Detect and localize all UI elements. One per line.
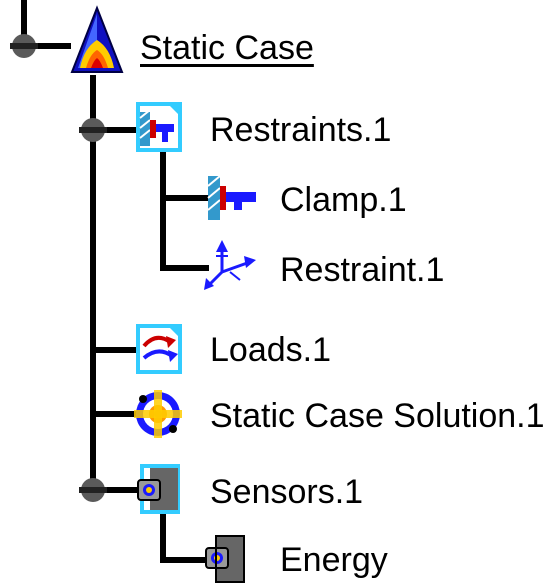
- restraints-icon[interactable]: [136, 102, 182, 152]
- tree-node-static-case-solution[interactable]: Static Case Solution.1: [210, 397, 545, 435]
- sensors-icon[interactable]: [137, 464, 180, 514]
- static-case-icon[interactable]: [70, 5, 124, 73]
- restraint-axes-icon[interactable]: [204, 240, 256, 290]
- tree-node-loads[interactable]: Loads.1: [210, 331, 331, 369]
- tree-connectors: [21, 0, 209, 563]
- clamp-icon[interactable]: [207, 175, 256, 220]
- tree-node-clamp[interactable]: Clamp.1: [280, 181, 407, 219]
- tree-node-energy[interactable]: Energy: [280, 541, 388, 579]
- tree-node-restraint[interactable]: Restraint.1: [280, 251, 445, 289]
- restraints-expander[interactable]: [79, 118, 107, 142]
- root-expander[interactable]: [10, 34, 38, 58]
- energy-sensor-icon[interactable]: [205, 535, 245, 583]
- sensors-expander[interactable]: [79, 478, 107, 502]
- loads-icon[interactable]: [136, 324, 182, 374]
- tree-node-sensors[interactable]: Sensors.1: [210, 473, 364, 511]
- solution-icon[interactable]: [134, 390, 182, 438]
- tree-node-static-case[interactable]: Static Case: [140, 29, 314, 67]
- tree-node-restraints[interactable]: Restraints.1: [210, 111, 392, 149]
